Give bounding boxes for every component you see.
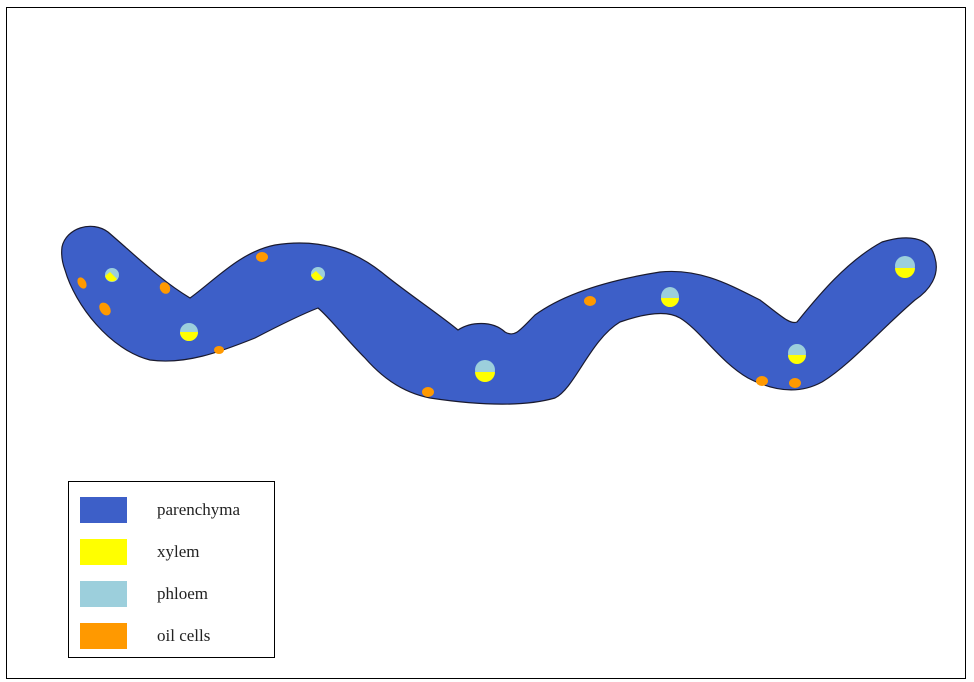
legend-item-xylem: xylem <box>80 539 270 565</box>
oil-cell <box>256 252 268 262</box>
vascular-bundle <box>105 268 119 282</box>
oil-cell <box>159 282 171 294</box>
legend-item-oil-cells: oil cells <box>80 623 270 649</box>
parenchyma-swatch <box>80 497 127 523</box>
vascular-bundle <box>788 344 806 364</box>
legend-label: oil cells <box>157 626 211 645</box>
oil-cell <box>77 277 87 289</box>
phloem-swatch <box>80 581 127 607</box>
oil-cell <box>214 346 224 354</box>
vascular-bundle <box>311 267 325 281</box>
oil-cells <box>77 252 801 397</box>
oil-cell <box>789 378 801 388</box>
vascular-bundle <box>475 360 495 382</box>
legend-label: phloem <box>157 584 208 603</box>
oil-cell <box>756 376 768 386</box>
xylem-swatch <box>80 539 127 565</box>
legend-item-parenchyma: parenchyma <box>80 497 270 523</box>
legend: parenchyma xylem phloem oil cells <box>68 481 275 658</box>
oil-cell <box>584 296 596 306</box>
legend-item-phloem: phloem <box>80 581 270 607</box>
vascular-bundle <box>895 256 915 278</box>
oil-cell <box>422 387 434 397</box>
legend-label: xylem <box>157 542 200 561</box>
legend-label: parenchyma <box>157 500 241 519</box>
vascular-bundle <box>661 287 679 307</box>
parenchyma-region <box>61 225 937 405</box>
oil-cell <box>99 302 111 316</box>
oil-cells-swatch <box>80 623 127 649</box>
vascular-bundle <box>180 323 198 341</box>
